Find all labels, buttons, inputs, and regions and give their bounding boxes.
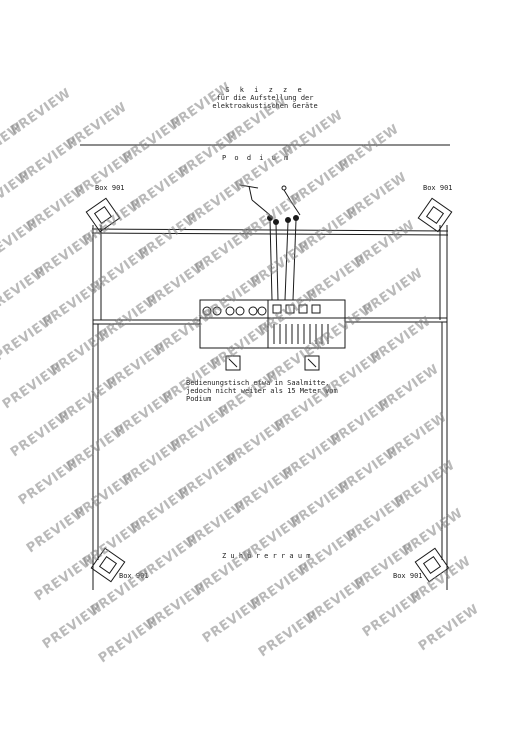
speaker-box-top-left xyxy=(85,197,121,233)
note-line-3: Podium xyxy=(186,395,212,403)
title-line-3: elektroakustischen Geräte xyxy=(212,102,318,110)
console-placement-note: Bedienungstisch etwa in Saalmitte, jedoc… xyxy=(186,379,376,403)
note-line-1: Bedienungstisch etwa in Saalmitte, xyxy=(186,379,330,387)
microphone-right xyxy=(281,185,301,216)
monitor-speaker-left xyxy=(225,355,241,371)
hall-label: Z u h ö r e r r a u m xyxy=(222,552,311,560)
mic-cables xyxy=(269,219,297,301)
monitor-speaker-right xyxy=(304,355,320,371)
speaker-label-bottom-right: Box 901 xyxy=(393,572,423,580)
stage-label: P o d i u m xyxy=(222,154,291,162)
speaker-box-bottom-left xyxy=(90,547,126,583)
speaker-label-top-right: Box 901 xyxy=(423,184,453,192)
title-line-1: S k i z z e xyxy=(225,86,305,94)
speaker-box-top-right xyxy=(417,197,453,233)
title-line-2: für die Aufstellung der xyxy=(216,94,314,102)
speaker-box-bottom-right xyxy=(414,547,450,583)
microphone-left xyxy=(239,184,271,216)
speaker-label-top-left: Box 901 xyxy=(95,184,125,192)
speaker-label-bottom-left: Box 901 xyxy=(119,572,149,580)
control-console xyxy=(199,299,346,349)
sketch-title: S k i z z e für die Aufstellung der elek… xyxy=(165,86,365,110)
mic-stand-bases xyxy=(267,215,299,225)
note-line-2: jedoch nicht weiter als 15 Meter vom xyxy=(186,387,338,395)
